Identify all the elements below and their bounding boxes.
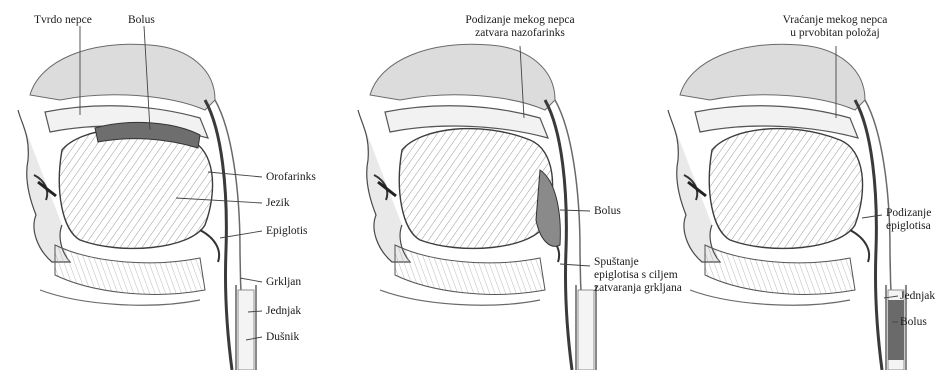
- label-epiglottis-lowering-line-2: epiglotisa s ciljem: [594, 269, 682, 282]
- label-esophagus-3: Jednjak: [900, 290, 935, 303]
- label-soft-palate-return: Vraćanje mekog nepca u prvobitan položaj: [760, 14, 910, 40]
- label-tongue: Jezik: [266, 197, 290, 210]
- label-bolus-3: Bolus: [900, 316, 927, 329]
- panel-2-head-illustration: [358, 44, 596, 370]
- label-epiglottis-raise-line-2: epiglotisa: [886, 220, 931, 233]
- label-soft-palate-return-line-2: u prvobitan položaj: [760, 27, 910, 40]
- label-soft-palate-raise-line-1: Podizanje mekog nepca: [440, 14, 600, 27]
- label-trachea: Dušnik: [266, 331, 299, 344]
- label-epiglottis-lowering-line-1: Spuštanje: [594, 256, 682, 269]
- panel-1-head-illustration: [18, 44, 256, 370]
- label-hard-palate: Tvrdo nepce: [34, 14, 92, 27]
- panel-2-bolus-shape: [536, 170, 560, 246]
- label-larynx: Grkljan: [266, 276, 301, 289]
- panel-3-head-illustration: [668, 44, 906, 370]
- label-epiglottis-raise-line-1: Podizanje: [886, 207, 931, 220]
- panel-3-bolus-shape: [888, 300, 904, 360]
- label-epiglottis-raise: Podizanje epiglotisa: [886, 207, 931, 233]
- label-epiglottis-lowering-line-3: zatvaranja grkljana: [594, 282, 682, 295]
- label-epiglottis-lowering: Spuštanje epiglotisa s ciljem zatvaranja…: [594, 256, 682, 295]
- label-bolus-1: Bolus: [128, 14, 155, 27]
- label-soft-palate-raise: Podizanje mekog nepca zatvara nazofarink…: [440, 14, 600, 40]
- label-soft-palate-raise-line-2: zatvara nazofarinks: [440, 27, 600, 40]
- label-soft-palate-return-line-1: Vraćanje mekog nepca: [760, 14, 910, 27]
- label-epiglottis: Epiglotis: [266, 225, 308, 238]
- label-esophagus-1: Jednjak: [266, 305, 301, 318]
- label-bolus-2: Bolus: [594, 205, 621, 218]
- label-oropharynx: Orofarinks: [266, 171, 316, 184]
